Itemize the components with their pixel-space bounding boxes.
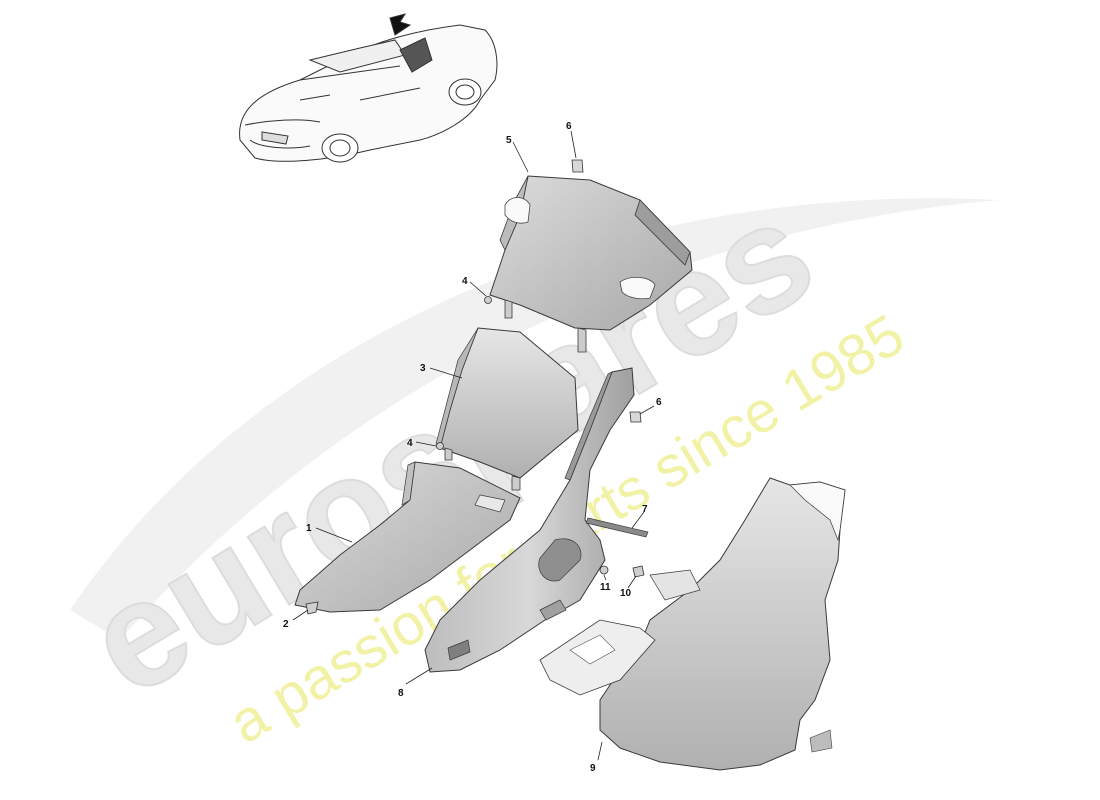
car-locator-illustration <box>239 13 498 163</box>
callout-7: 7 <box>642 504 648 515</box>
leader-lines <box>292 130 655 761</box>
callout-6-top: 6 <box>566 121 572 132</box>
part-4-screw-upper <box>484 296 492 304</box>
callout-8: 8 <box>398 688 404 699</box>
callout-3: 3 <box>420 363 426 374</box>
part-9-rear-quarter-trim <box>539 477 846 771</box>
callout-4-lower: 4 <box>407 438 413 449</box>
part-1-lower-trim <box>294 461 521 613</box>
part-5-upper-panel <box>489 175 693 353</box>
part-4-screw-lower <box>436 442 444 450</box>
callout-4-upper: 4 <box>462 276 468 287</box>
callout-5: 5 <box>506 135 512 146</box>
part-6-clip-top <box>571 159 584 173</box>
locator-arrow-icon <box>389 13 412 36</box>
part-6-clip-right <box>629 411 642 423</box>
part-11-nut <box>599 565 609 575</box>
callout-10: 10 <box>620 588 632 599</box>
callout-1: 1 <box>306 523 312 534</box>
callout-2: 2 <box>283 619 289 630</box>
part-3-mid-panel <box>435 327 579 491</box>
part-10-bolt <box>632 565 645 578</box>
callout-11: 11 <box>600 582 611 593</box>
callout-9: 9 <box>590 763 596 774</box>
callout-labels: 1 2 3 4 4 5 6 6 7 8 9 10 11 <box>283 121 662 774</box>
part-2-push-clip <box>305 601 319 615</box>
part-8-side-pillar <box>424 367 635 673</box>
part-7-trim-strip <box>585 517 649 538</box>
callout-6-right: 6 <box>656 397 662 408</box>
